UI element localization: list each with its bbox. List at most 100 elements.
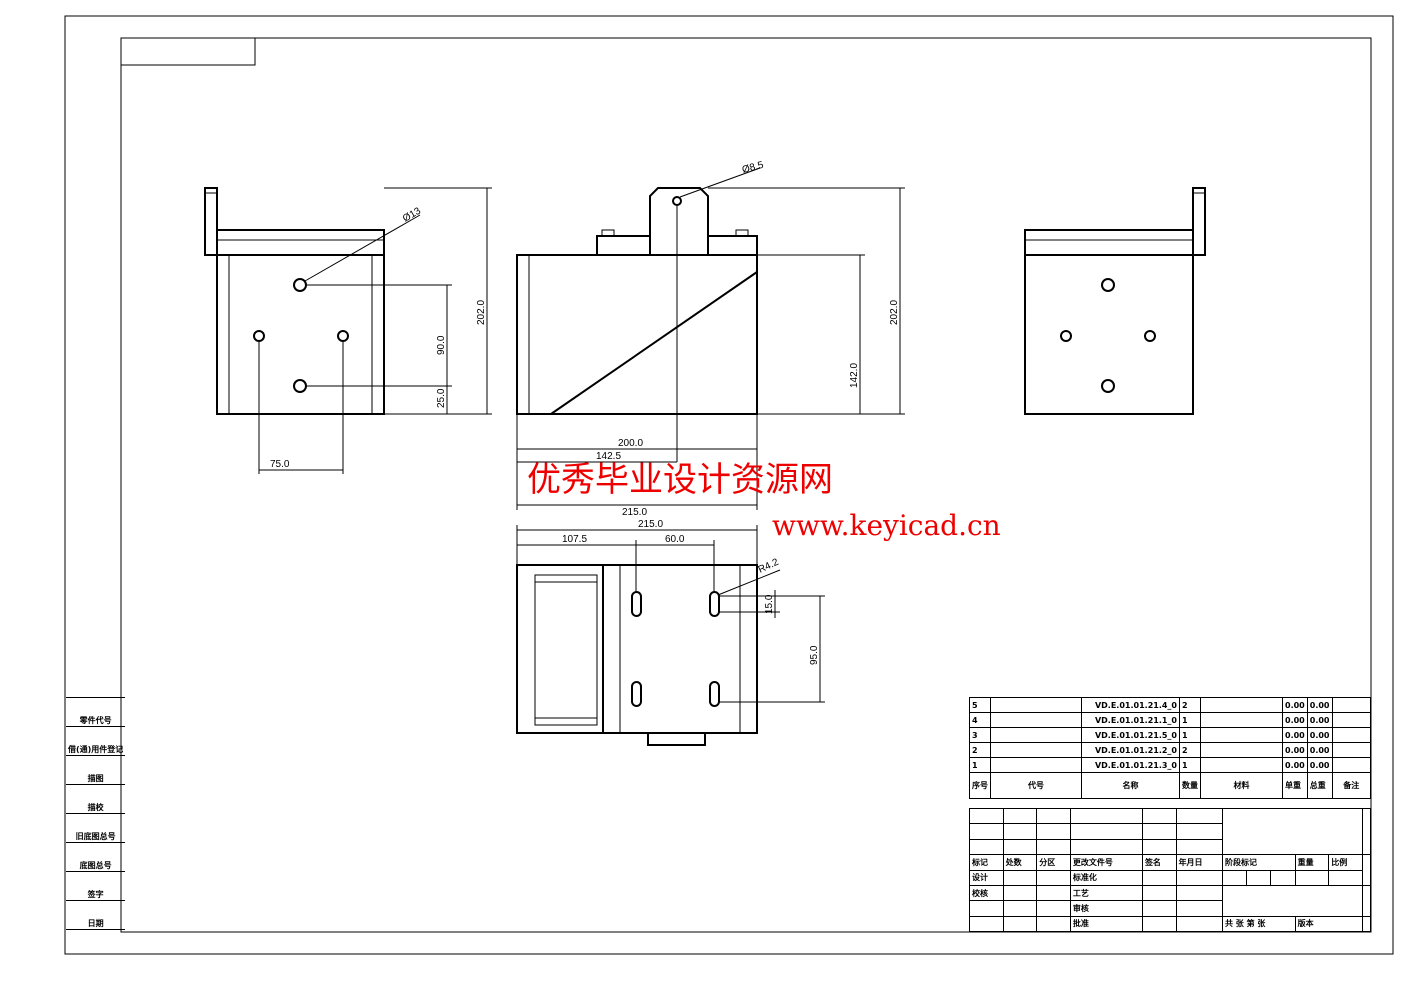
dim-body: 142.0 — [849, 363, 860, 388]
bom-cell-total: 0.00 — [1306, 742, 1333, 758]
bom-cell-qty: 2 — [1179, 742, 1201, 758]
inner-border — [120, 37, 1372, 933]
bom-cell-total: 0.00 — [1306, 712, 1333, 728]
bom-cell-material — [1200, 757, 1283, 773]
bom-cell-code — [990, 727, 1082, 743]
tb-version: 版本 — [1294, 915, 1363, 933]
tb-design: 设计 — [969, 869, 1004, 886]
bom-cell-unit: 0.00 — [1282, 757, 1308, 773]
header-cell: 数量 — [1179, 772, 1201, 799]
side-label: 底图总号 — [66, 842, 126, 872]
header-cell: 备注 — [1331, 772, 1371, 799]
bom-cell-note — [1331, 712, 1371, 728]
header-cell: 单重 — [1282, 772, 1308, 799]
outer-border — [64, 15, 1394, 955]
bom-cell-unit: 0.00 — [1282, 727, 1308, 743]
bom-cell-total: 0.00 — [1306, 697, 1333, 713]
tb-label: 签名 — [1141, 854, 1177, 871]
side-label: 零件代号 — [66, 697, 126, 727]
dim-60: 60.0 — [665, 534, 685, 545]
bom-cell-name: VD.E.01.01.21.3_0 — [1081, 757, 1180, 773]
dim-bottom: 25.0 — [436, 388, 447, 408]
header-cell: 名称 — [1081, 772, 1180, 799]
bom-cell-note — [1331, 757, 1371, 773]
bom-cell-material — [1200, 727, 1283, 743]
tb-label: 分区 — [1036, 854, 1071, 871]
bom-cell-no: 1 — [969, 757, 991, 773]
dim-215: 215.0 — [622, 507, 647, 518]
tb-sheets: 共 张 第 张 — [1222, 915, 1296, 933]
radius: R4.2 — [757, 557, 781, 576]
bom-cell-qty: 1 — [1179, 757, 1201, 773]
bom-cell-material — [1200, 697, 1283, 713]
bom-cell-no: 3 — [969, 727, 991, 743]
dim-215: 215.0 — [638, 519, 663, 530]
hole-diameter: Ø13 — [401, 205, 423, 224]
header-cell: 序号 — [969, 772, 991, 799]
watermark-url: www.keyicad.cn — [772, 509, 1001, 542]
bom-cell-name: VD.E.01.01.21.4_0 — [1081, 697, 1180, 713]
bom-cell-unit: 0.00 — [1282, 697, 1308, 713]
hole — [337, 330, 349, 342]
bom-cell-material — [1200, 712, 1283, 728]
tb-weight: 重量 — [1294, 854, 1330, 871]
right-view — [1024, 187, 1206, 415]
bom-cell-name: VD.E.01.01.21.1_0 — [1081, 712, 1180, 728]
tb-standard: 标准化 — [1069, 869, 1143, 886]
dim-200: 200.0 — [618, 438, 643, 449]
bom-cell-note — [1331, 742, 1371, 758]
bom-cell-no: 2 — [969, 742, 991, 758]
header-cell: 材料 — [1200, 772, 1283, 799]
dim-142: 142.5 — [596, 451, 621, 462]
hole — [253, 330, 265, 342]
tb-review: 审核 — [1069, 900, 1143, 917]
bom-cell-name: VD.E.01.01.21.5_0 — [1081, 727, 1180, 743]
dim-hole-spacing: 90.0 — [436, 335, 447, 355]
dim-95: 95.0 — [809, 645, 820, 665]
bom-cell-material — [1200, 742, 1283, 758]
side-registry-column: 零件代号 借(通)用件登记 描图 描校 旧底图总号 底图总号 签字 日期 — [66, 697, 126, 930]
side-label: 描校 — [66, 784, 126, 814]
bom-cell-qty: 2 — [1179, 697, 1201, 713]
tb-check: 校核 — [969, 884, 1004, 902]
bom-cell-code — [990, 712, 1082, 728]
bom-cell-unit: 0.00 — [1282, 742, 1308, 758]
bom-cell-note — [1331, 697, 1371, 713]
bom-header: 序号 代号 名称 数量 材料 单重 总重 备注 — [969, 772, 1371, 799]
bom-cell-qty: 1 — [1179, 727, 1201, 743]
bom-cell-note — [1331, 727, 1371, 743]
left-view: 202.0 90.0 25.0 75.0 Ø13 — [204, 187, 492, 474]
drawing-number-box — [120, 37, 256, 66]
bom-cell-total: 0.00 — [1306, 757, 1333, 773]
dim-107: 107.5 — [562, 534, 587, 545]
tb-process: 工艺 — [1069, 884, 1143, 902]
bom-cell-code — [990, 757, 1082, 773]
bom-cell-total: 0.00 — [1306, 727, 1333, 743]
hole — [293, 379, 307, 393]
header-cell: 代号 — [990, 772, 1082, 799]
hole — [293, 278, 307, 292]
title-block: 标记 处数 分区 更改文件号 签名 年月日 阶段标记 重量 比例 设计标准化 校… — [969, 807, 1372, 933]
tb-label: 标记 — [969, 854, 1004, 871]
bottom-view: 215.0 107.5 60.0 R4.2 15.0 95.0 — [516, 519, 825, 746]
tb-stage: 阶段标记 — [1222, 854, 1296, 871]
dim-height: 202.0 — [476, 300, 487, 325]
bom-cell-name: VD.E.01.01.21.2_0 — [1081, 742, 1180, 758]
dim-width: 75.0 — [270, 459, 290, 470]
tb-label: 处数 — [1002, 854, 1038, 871]
bom-cell-code — [990, 742, 1082, 758]
side-label: 描图 — [66, 755, 126, 785]
dim-height: 202.0 — [889, 300, 900, 325]
tb-label: 年月日 — [1175, 854, 1224, 871]
tb-label: 更改文件号 — [1069, 854, 1143, 871]
front-view: 202.0 142.0 200.0 142.5 215.0 Ø8.5 — [516, 160, 905, 518]
side-label: 旧底图总号 — [66, 813, 126, 843]
header-cell: 总重 — [1306, 772, 1333, 799]
